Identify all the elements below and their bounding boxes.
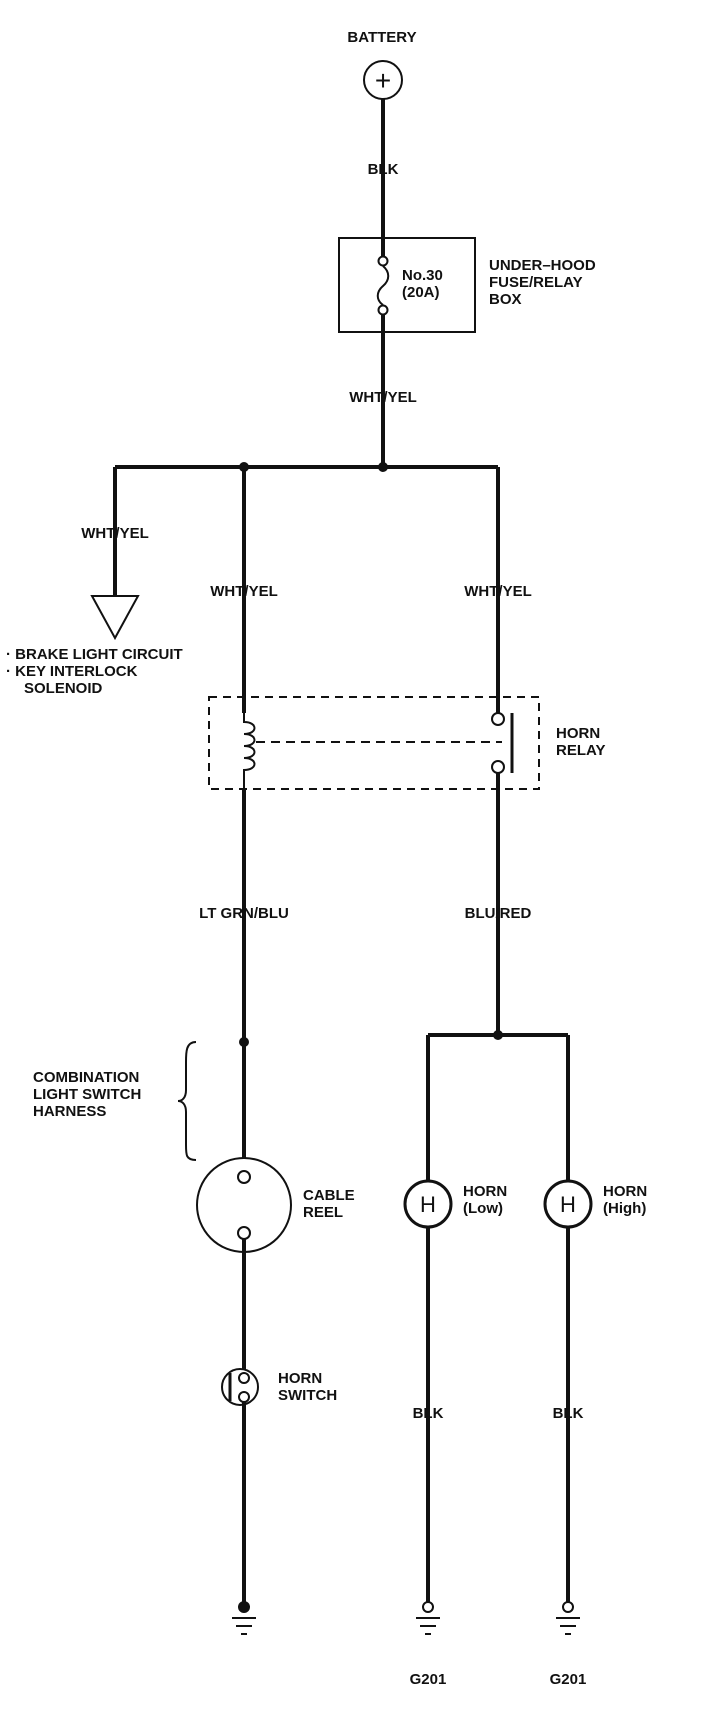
cable-reel-label-line2: REEL (303, 1204, 343, 1221)
harness-label-line2: LIGHT SWITCH (33, 1086, 141, 1103)
fuse-relay-box (338, 237, 476, 333)
horn-high-symbol-letter: H (560, 1192, 576, 1217)
cable-reel-label-line1: CABLE (303, 1187, 355, 1204)
cable-reel-terminal-top (237, 1170, 251, 1184)
horn-low-label-line2: (Low) (463, 1200, 503, 1217)
horn-high-label-line2: (High) (603, 1200, 646, 1217)
fuse-box-label-line2: FUSE/RELAY (489, 274, 583, 291)
horn-switch-terminal-bottom (238, 1391, 250, 1403)
branch-destination-line3: SOLENOID (24, 680, 103, 697)
fuse-element (376, 265, 390, 306)
horn-switch-label-line1: HORN (278, 1370, 322, 1387)
horn-low-label-line1: HORN (463, 1183, 507, 1200)
harness-brace (177, 1041, 197, 1161)
horn-switch-label-line2: SWITCH (278, 1387, 337, 1404)
wire-label-horn-low-ground: BLK (413, 1405, 444, 1422)
horn-relay-box (208, 696, 540, 790)
harness-label-line3: HARNESS (33, 1103, 106, 1120)
wire-label-branch-left: WHT/YEL (81, 525, 149, 542)
branch-destination-line2: · KEY INTERLOCK (6, 663, 138, 680)
ground-g201-low-terminal (422, 1601, 434, 1613)
horn-relay-label-line1: HORN (556, 725, 600, 742)
wire-label-relay-coil-out: LT GRN/BLU (199, 905, 289, 922)
relay-contact-top (491, 712, 505, 726)
wire-label-horn-high-ground: BLK (553, 1405, 584, 1422)
fuse-box-label-line3: BOX (489, 291, 522, 308)
relay-contact-bottom (491, 760, 505, 774)
fuse-terminal-top (377, 255, 389, 267)
fuse-box-label-line1: UNDER–HOOD (489, 257, 596, 274)
junction-harness (239, 1037, 249, 1047)
horn-low-symbol-letter: H (420, 1192, 436, 1217)
horn-switch-terminal-top (238, 1372, 250, 1384)
fuse-terminal-bottom (377, 304, 389, 316)
relay-coil (243, 713, 256, 789)
ground-left-node (238, 1601, 250, 1613)
battery-plus-sign: + (375, 65, 391, 96)
horn-relay-label-line2: RELAY (556, 742, 605, 759)
branch-destination-line1: · BRAKE LIGHT CIRCUIT (6, 646, 183, 663)
branch-arrow-symbol (90, 595, 140, 641)
ground-g201-low-label: G201 (410, 1671, 447, 1688)
junction-bus-right (378, 462, 388, 472)
fuse-number: No.30 (402, 267, 443, 284)
cable-reel-terminal-bottom (237, 1226, 251, 1240)
harness-label-line1: COMBINATION (33, 1069, 139, 1086)
ground-g201-high-terminal (562, 1601, 574, 1613)
battery-label: BATTERY (347, 29, 416, 46)
wire-label-fuse-out: WHT/YEL (349, 389, 417, 406)
horn-high-label-line1: HORN (603, 1183, 647, 1200)
wire-label-relay-switch-in: WHT/YEL (464, 583, 532, 600)
ground-g201-high-label: G201 (550, 1671, 587, 1688)
wire-label-relay-switch-out: BLU/RED (465, 905, 532, 922)
wire-label-relay-coil-in: WHT/YEL (210, 583, 278, 600)
fuse-rating: (20A) (402, 284, 440, 301)
wire-label-battery-to-fuse: BLK (368, 161, 399, 178)
